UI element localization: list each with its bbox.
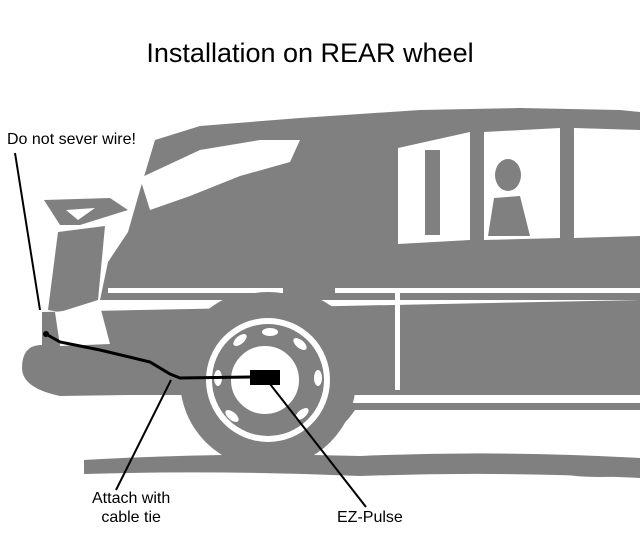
- leader-attach: [115, 379, 172, 491]
- road-ground: [84, 453, 640, 478]
- diagram-title: Installation on REAR wheel: [146, 38, 474, 68]
- ez-pulse-label: EZ-Pulse: [337, 509, 403, 526]
- attach-label-line1: Attach with: [92, 490, 171, 507]
- door-handle: [417, 259, 447, 268]
- passenger-silhouette: [425, 150, 530, 236]
- sensor-wire: [45, 332, 251, 380]
- leader-ez: [269, 383, 367, 508]
- leader-sever: [14, 152, 41, 311]
- attach-label-line2: cable tie: [101, 509, 161, 526]
- wire-end: [43, 331, 49, 337]
- sever-warning-label: Do not sever wire!: [7, 131, 136, 148]
- ez-pulse-sensor: [250, 370, 280, 385]
- attach-label: Attach with cable tie: [92, 489, 170, 527]
